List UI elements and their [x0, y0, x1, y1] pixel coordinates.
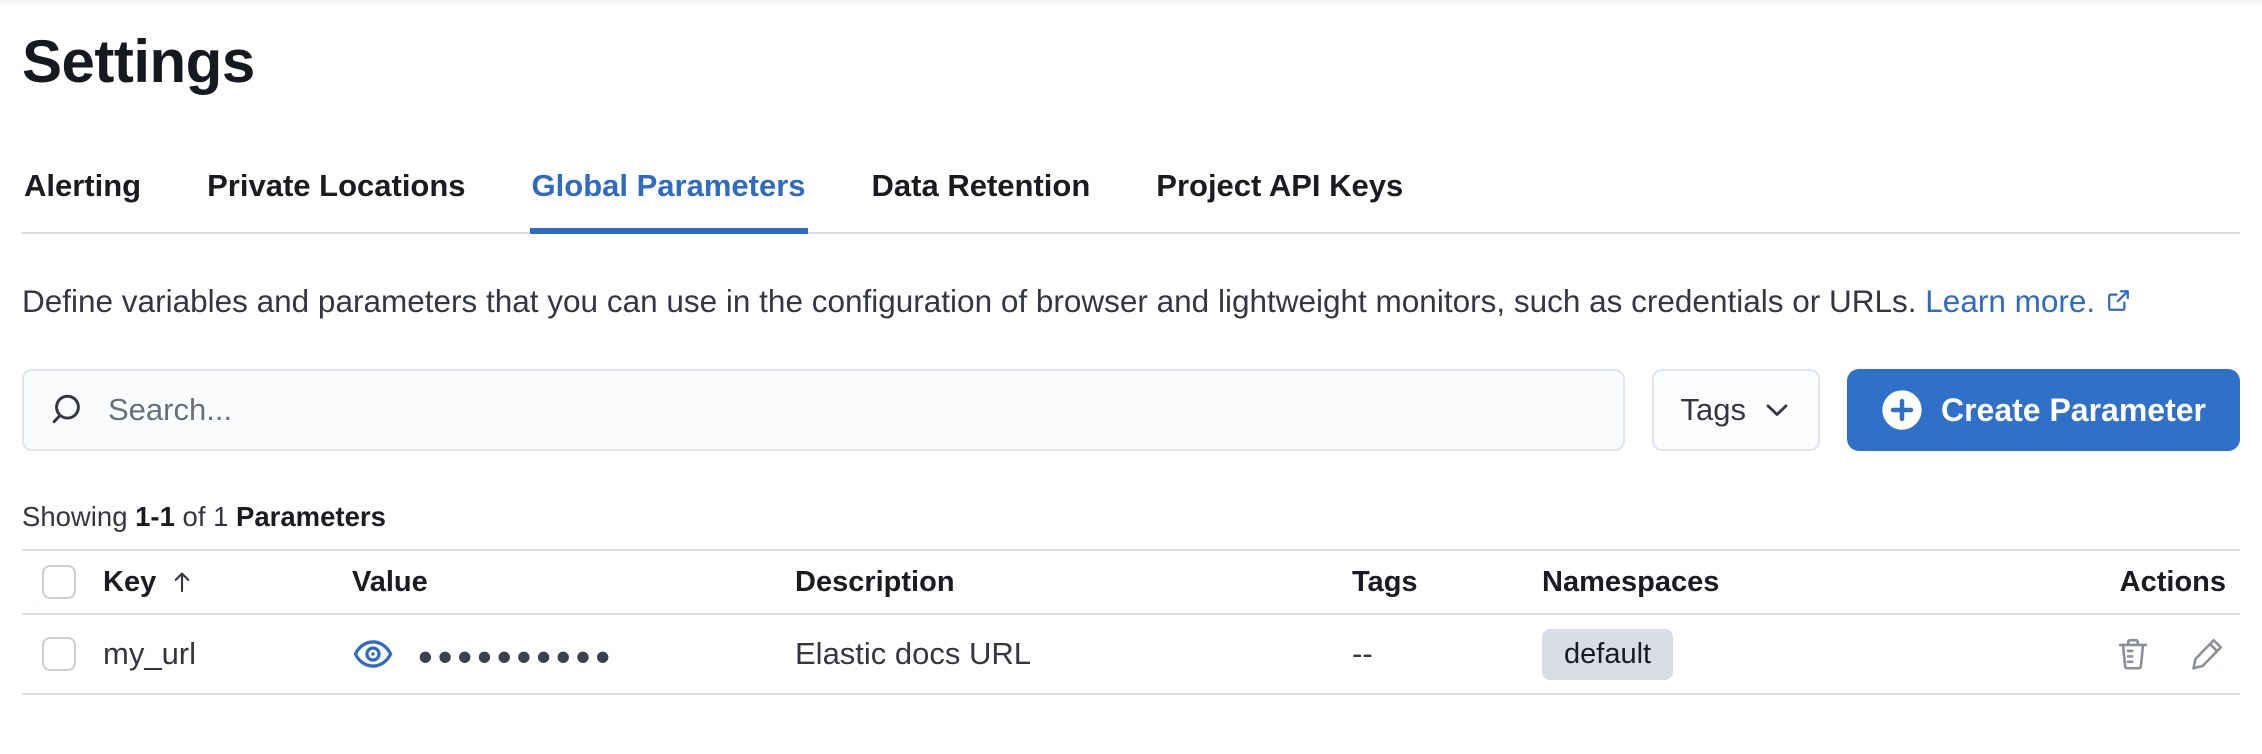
- select-all-checkbox[interactable]: [42, 565, 76, 600]
- header-description: Description: [795, 565, 955, 598]
- reveal-value-button[interactable]: [352, 632, 396, 676]
- tab-private-locations[interactable]: Private Locations: [207, 168, 466, 203]
- arrow-up-icon: [168, 568, 196, 596]
- tab-data-retention[interactable]: Data Retention: [871, 168, 1091, 203]
- header-actions: Actions: [2119, 565, 2226, 598]
- table-header-row: Key Value Description Tags Namespaces Ac…: [22, 549, 2240, 616]
- plus-in-circle-icon: [1881, 389, 1923, 431]
- search-icon: [48, 391, 86, 429]
- table-row: my_url •••••••••• Elastic docs URL -- de: [22, 615, 2240, 696]
- row-checkbox[interactable]: [42, 637, 76, 672]
- tab-global-parameters[interactable]: Global Parameters: [529, 168, 808, 234]
- settings-tabs: Alerting Private Locations Global Parame…: [22, 168, 2240, 234]
- cell-value: ••••••••••: [352, 630, 795, 678]
- row-checkbox-cell: [22, 637, 103, 672]
- pencil-icon: [2188, 635, 2226, 673]
- cell-description: Elastic docs URL: [795, 636, 1032, 672]
- delete-parameter-button[interactable]: [2114, 635, 2152, 673]
- create-parameter-button[interactable]: Create Parameter: [1846, 369, 2240, 452]
- header-key[interactable]: Key: [103, 566, 352, 599]
- search-box: [22, 369, 1626, 452]
- top-edge-strip: [0, 0, 2262, 7]
- parameters-toolbar: Tags Create Parameter: [22, 369, 2240, 452]
- chevron-down-icon: [1762, 395, 1792, 425]
- header-tags: Tags: [1352, 565, 1418, 598]
- summary-total: 1: [213, 501, 229, 533]
- parameters-table: Key Value Description Tags Namespaces Ac…: [22, 549, 2240, 696]
- description-text: Define variables and parameters that you…: [22, 283, 1917, 319]
- summary-of: of: [182, 501, 206, 533]
- masked-value: ••••••••••: [418, 633, 616, 681]
- header-namespaces: Namespaces: [1542, 565, 1720, 598]
- header-checkbox-cell: [22, 565, 103, 600]
- namespace-badge: default: [1542, 628, 1674, 680]
- summary-range: 1-1: [135, 501, 175, 533]
- learn-more-link[interactable]: Learn more.: [1925, 283, 2132, 319]
- tags-filter-button[interactable]: Tags: [1652, 369, 1820, 452]
- tab-project-api-keys[interactable]: Project API Keys: [1156, 168, 1404, 203]
- page-title: Settings: [22, 28, 255, 95]
- tab-alerting[interactable]: Alerting: [24, 168, 142, 203]
- page-description: Define variables and parameters that you…: [22, 276, 2172, 327]
- cell-actions: [1962, 635, 2240, 673]
- search-input[interactable]: [108, 392, 1600, 429]
- header-value: Value: [352, 565, 428, 598]
- header-key-label: Key: [103, 565, 157, 598]
- create-parameter-label: Create Parameter: [1940, 391, 2206, 428]
- edit-parameter-button[interactable]: [2188, 635, 2226, 673]
- settings-page: Settings Alerting Private Locations Glob…: [0, 27, 2262, 696]
- cell-key: my_url: [103, 636, 197, 672]
- trash-icon: [2114, 635, 2152, 673]
- cell-namespaces: default: [1542, 628, 1962, 680]
- cell-tags: --: [1352, 636, 1373, 672]
- tags-filter-label: Tags: [1680, 392, 1746, 428]
- results-summary: Showing 1-1 of 1 Parameters: [22, 501, 2240, 533]
- summary-noun: Parameters: [236, 501, 386, 533]
- learn-more-label: Learn more.: [1925, 283, 2096, 319]
- external-link-icon: [2105, 278, 2132, 311]
- eye-icon: [352, 633, 394, 675]
- summary-prefix: Showing: [22, 501, 128, 533]
